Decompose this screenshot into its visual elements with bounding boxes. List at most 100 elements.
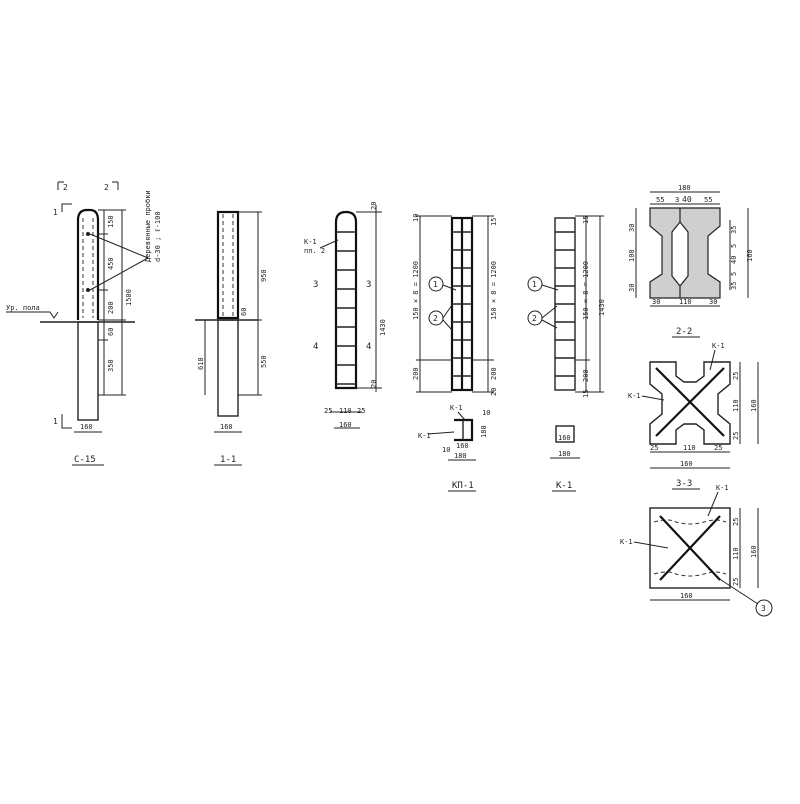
dim-20-top: 20 [370,202,378,210]
k1-a-leader [709,349,716,371]
dim-350-label: 350 [107,359,115,372]
dim-1430-label: 1430 [598,299,606,316]
callout-1-circle [527,276,543,292]
k1-sec-180: 180 [558,450,571,458]
dim-30c: 30 [652,298,660,306]
section-4-4-shape [649,507,731,589]
dim-60-label: 60 [107,328,115,336]
k1-section-shape [555,425,575,443]
dim-610-label: 610 [197,357,205,370]
dim-30d: 30 [709,298,717,306]
dim-left-label: 150 × 8 = 1200 [412,261,420,320]
post-section-upper [216,210,240,320]
callout-1-leader [442,284,457,291]
dim-5a: 5 [730,244,738,248]
cage-outline [334,210,358,390]
view-c15: 2 2 1 Деревянные пробки d-30 ; ℓ-100 Ур.… [6,181,162,466]
dim-60-label: 60 [240,308,248,316]
cage-mark-leader [319,239,339,249]
dim-35b: 35 [730,282,738,290]
view-c15-title: С-15 [74,455,96,465]
dim-40: 40 [682,195,692,204]
view-k1-title: К-1 [556,481,572,491]
dim-110: 110 [339,407,352,415]
stirrup-bottom [653,571,727,577]
cage-mark: К-1 [304,238,317,246]
cross-bar-2 [659,515,721,581]
post-lower-outline [77,321,99,421]
view-section-4-4: К-1 К-1 25 110 25 160 160 3 [620,484,773,617]
cross-bar-2 [655,367,725,437]
dim-200R-label: 200 [490,367,498,380]
post-upper-outline [76,208,100,320]
section-2-2-shape [649,207,721,299]
mark-3-left: 3 [313,280,318,290]
section-3-3-shape [649,361,731,445]
view-k1: 15 150 × 8 = 1200 1430 200 15 1 2 160 18… [527,215,606,492]
dim-450-label: 450 [107,257,115,270]
dim-160: 160 [746,249,754,262]
view-2-2-title: 2-2 [676,327,692,337]
dim-160-label: 160 [220,423,233,431]
section-mark-1-top-label: 1 [53,208,58,217]
callout-1: 1 [433,280,438,289]
k1-b: К-1 [620,538,633,546]
dim-25b: 25 [732,578,740,586]
dim-25d: 25 [714,444,722,452]
callout-2: 2 [433,314,438,323]
callout-2-leader-b [442,319,453,331]
view-kp1-title: КП-1 [452,481,474,491]
dim-20-bottom: 20 [370,380,378,388]
section-mark-1-top [61,203,72,212]
dim-1500-label: 1500 [125,289,133,306]
callout-3: 3 [761,604,766,613]
dim-15-label: 15 [582,216,590,224]
dim-160-label: 160 [80,423,93,431]
mark-4-left: 4 [313,342,318,352]
callout-3-leader [717,577,759,605]
dim-200-label: 200 [582,369,590,382]
kp1-rungs [452,231,472,377]
k1-b: К-1 [628,392,641,400]
section-mark-2-right [112,181,119,190]
dim-35a: 35 [730,226,738,234]
callout-3-circle [755,599,773,617]
dim-150-label: 150 [107,215,115,228]
dim-550-label: 550 [260,355,268,368]
dim-160: 160 [750,545,758,558]
dim-25a: 25 [732,518,740,526]
leader-plug-2 [89,257,149,291]
view-1-1: 950 60 610 550 160 1-1 [195,210,268,466]
section-mark-2-left [57,181,64,190]
dim-55b: 55 [704,196,712,204]
kp1-sec-10b: 10 [482,409,490,417]
dim-top: 180 [678,184,691,192]
callout-1-circle [428,276,444,292]
dim-110b: 110 [683,444,696,452]
view-kp1: 10 150 × 8 = 1200 200 15 150 × 8 = 1200 … [412,214,498,492]
dim-200L-label: 200 [412,367,420,380]
view-3-3-title: 3-3 [676,479,692,489]
dim-1430-label: 1430 [379,319,387,336]
kp1-sec-160: 160 [456,442,469,450]
k1-a-leader [707,491,719,517]
cage-mark-sub: пп. 2 [304,247,325,255]
stirrup-top [653,519,727,525]
callout-1: 1 [532,280,537,289]
dim-160b: 160 [680,592,693,600]
dim-25a: 25 [732,372,740,380]
wood-plugs-label: Деревянные пробки [144,190,152,262]
dim-10-label: 10 [412,214,420,222]
view-section-3-3: К-1 К-1 25 110 25 160 25 110 25 160 3-3 [628,342,759,490]
kp1-sec-180b: 180 [454,452,467,460]
wood-plug-2 [86,288,90,292]
dim-25a: 25 [324,407,332,415]
dim-160b: 160 [680,460,693,468]
section-mark-2-right-label: 2 [104,183,109,192]
k1-a: К-1 [716,484,729,492]
ground-level-label: Ур. пола [6,304,40,312]
dim-15b-label: 15 [582,390,590,398]
k1-sec-160: 160 [558,434,571,442]
callout-2-leader-b [541,319,558,329]
